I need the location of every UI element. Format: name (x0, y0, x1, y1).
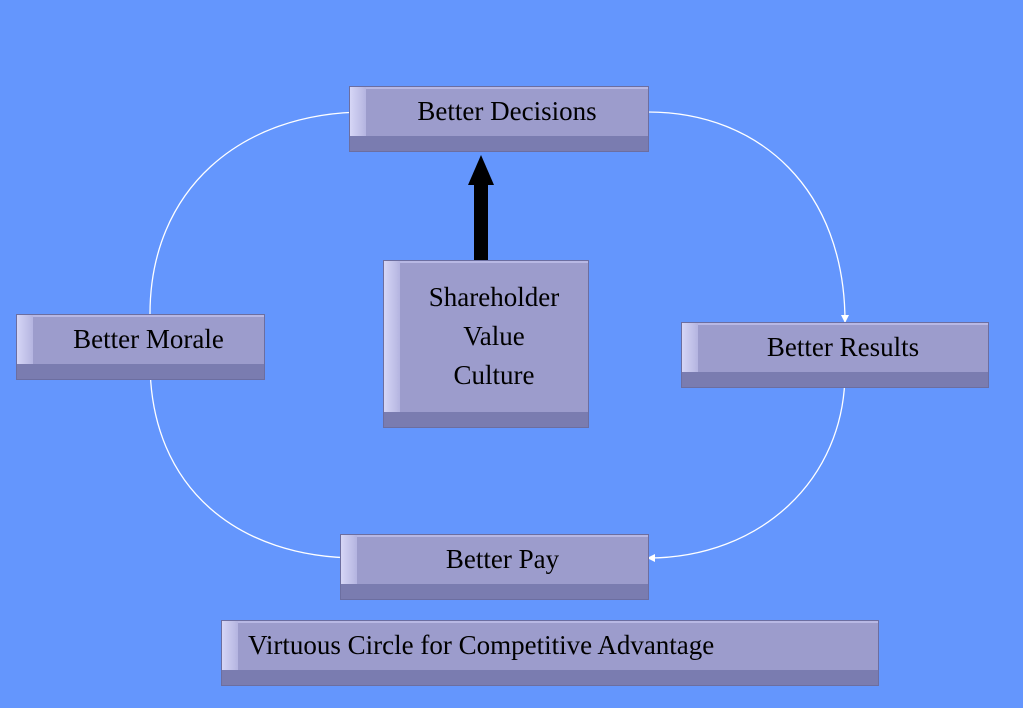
arrow-pay-to-morale (146, 361, 359, 559)
culture-to-decisions-arrow (468, 155, 494, 261)
diagram-caption: Virtuous Circle for Competitive Advantag… (248, 629, 715, 660)
arrow-morale-to-decisions (149, 108, 367, 315)
arrow-decisions-to-results (647, 111, 849, 323)
node-better-pay: Better Pay (340, 534, 649, 600)
node-label: Better Pay (445, 543, 560, 574)
node-label: Better Morale (73, 323, 224, 354)
diagram-caption-box: Virtuous Circle for Competitive Advantag… (221, 620, 879, 686)
node-better-decisions: Better Decisions (349, 86, 649, 152)
node-label: Shareholder Value Culture (428, 281, 560, 391)
node-label: Better Decisions (417, 95, 597, 126)
node-label: Better Results (766, 331, 920, 362)
arrow-results-to-pay (647, 371, 846, 562)
node-shareholder-value-culture: Shareholder Value Culture (383, 260, 589, 428)
node-better-morale: Better Morale (16, 314, 265, 380)
node-better-results: Better Results (681, 322, 989, 388)
